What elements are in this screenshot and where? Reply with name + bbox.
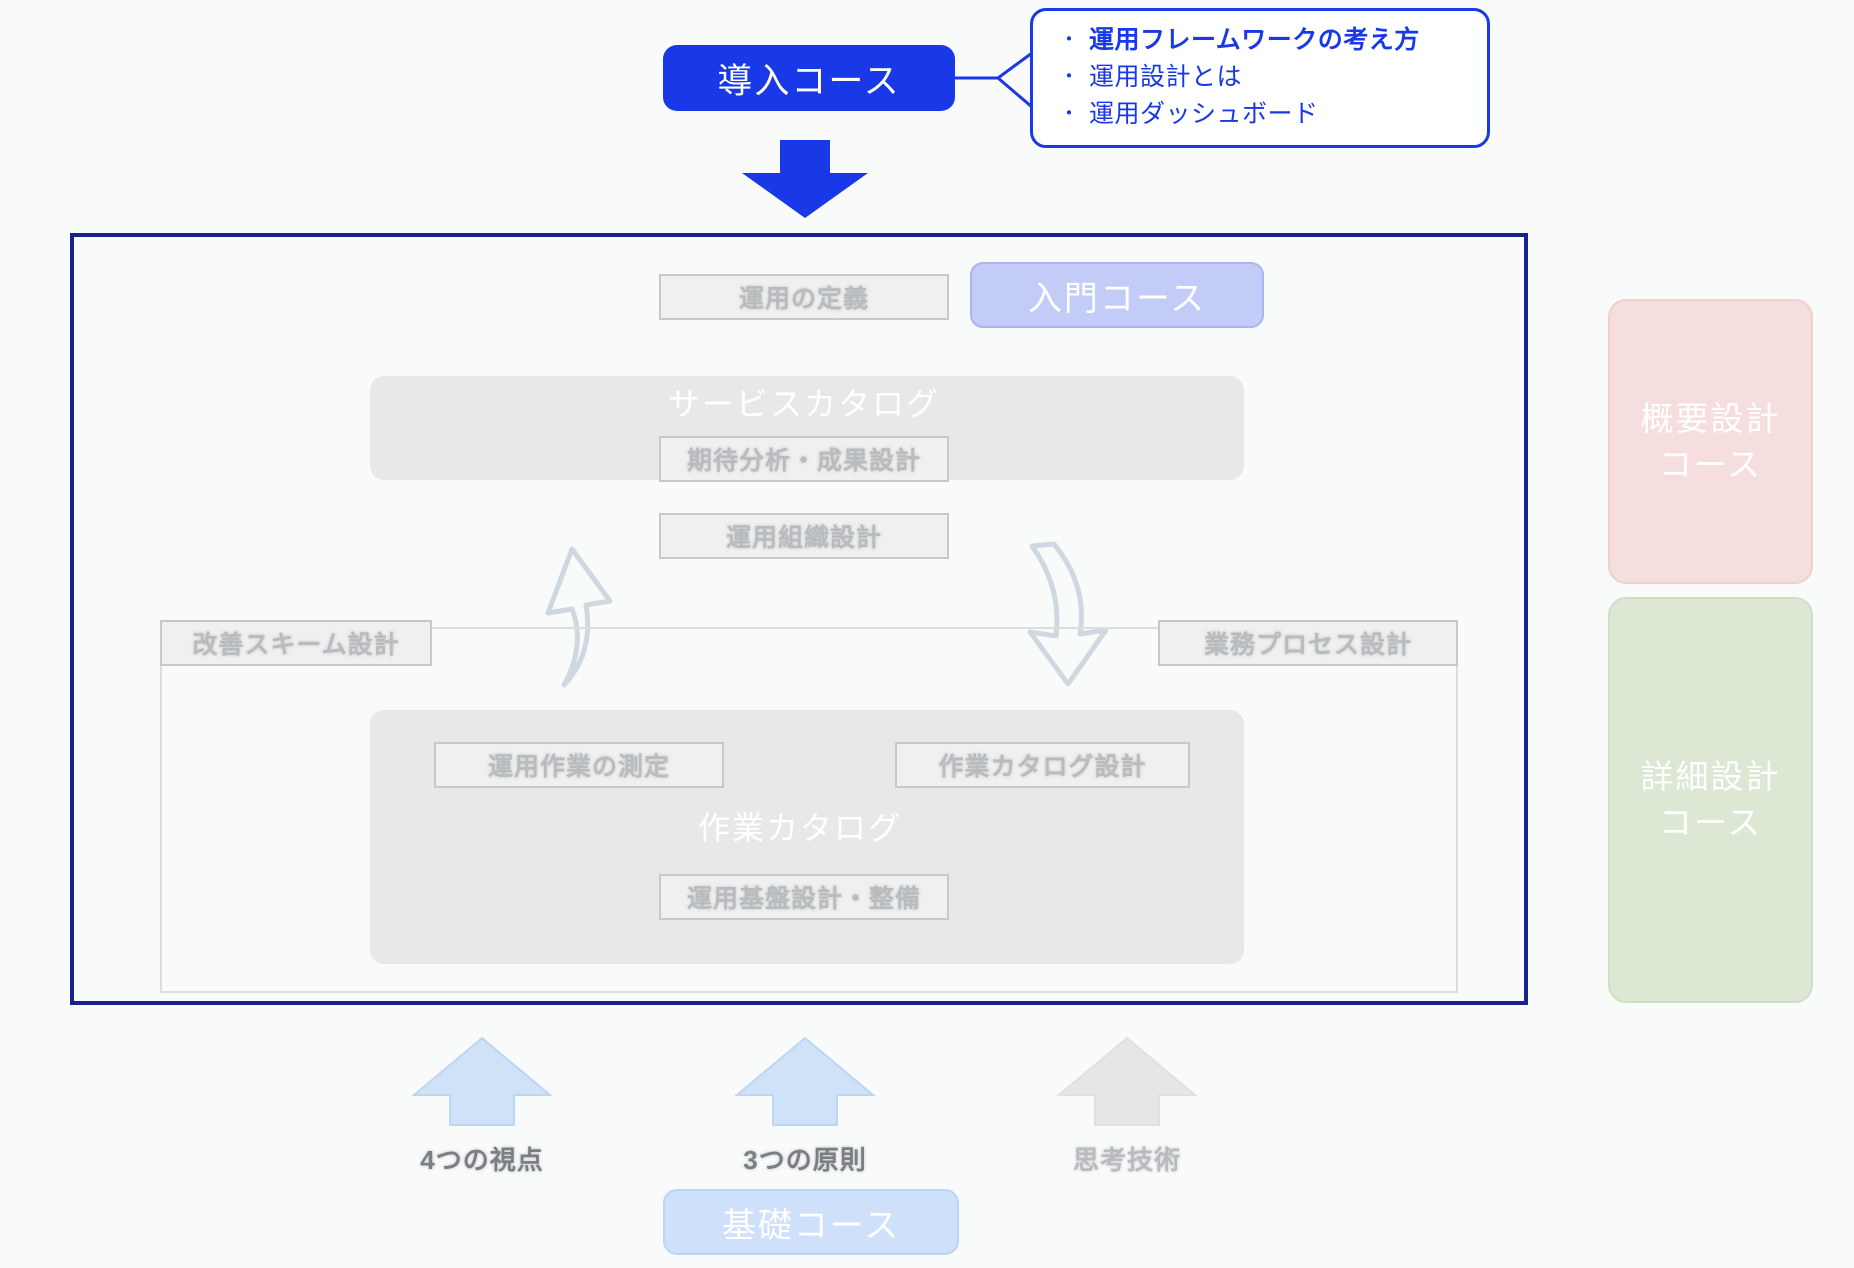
box-operation-definition-label: 運用の定義 [738,285,869,313]
side-course-overview-line2: コース [1658,445,1763,483]
operations-framework-frame [70,233,1528,1005]
entry-course-label: 入門コース [1027,279,1207,318]
box-work-measurement[interactable]: 運用作業の測定 [434,742,724,788]
side-course-detail-line1: 詳細設計 [1640,758,1781,795]
callout-item-label: 運用ダッシュボード [1089,100,1319,128]
panel-work-catalog-title: 作業カタログ [698,810,903,846]
box-business-process-label: 業務プロセス設計 [1203,631,1412,659]
intro-course-label: 導入コース [717,61,901,101]
up-arrow-icon-viewpoints [411,1036,553,1126]
entry-course-pill[interactable]: 入門コース [970,262,1264,328]
box-improvement-scheme-label: 改善スキーム設計 [192,631,400,659]
callout-item: ・ 運用ダッシュボード [1049,99,1471,130]
callout-item: ・ 運用フレームワークの考え方 [1049,25,1471,56]
base-course-pill[interactable]: 基礎コース [663,1189,959,1255]
up-arrow-icon-thinking [1056,1036,1198,1126]
foundation-label-thinking: 思考技術 [1072,1145,1181,1175]
box-platform-design[interactable]: 運用基盤設計・整備 [659,874,949,920]
base-course-label: 基礎コース [721,1206,901,1245]
down-arrow-icon [742,140,868,218]
box-expectation-analysis[interactable]: 期待分析・成果設計 [659,436,949,482]
box-work-catalog-design[interactable]: 作業カタログ設計 [895,742,1190,788]
callout-item-label: 運用フレームワークの考え方 [1089,26,1420,54]
box-work-measurement-label: 運用作業の測定 [487,753,670,781]
up-arrow-icon-principles [734,1036,876,1126]
process-divider [160,627,1458,629]
foundation-label-viewpoints: 4つの視点 [420,1145,544,1175]
panel-service-catalog-title: サービスカタログ [668,386,941,422]
rotate-up-arrow-icon [545,546,613,688]
box-organization-design[interactable]: 運用組織設計 [659,513,949,559]
bullet-icon: ・ [1059,103,1079,125]
bullet-icon: ・ [1059,66,1079,88]
side-course-detail-line2: コース [1658,804,1763,841]
callout-connector-line [940,51,1033,109]
box-expectation-analysis-label: 期待分析・成果設計 [686,447,921,475]
box-work-catalog-design-label: 作業カタログ設計 [938,753,1147,781]
box-improvement-scheme[interactable]: 改善スキーム設計 [160,620,432,666]
box-operation-definition[interactable]: 運用の定義 [659,274,949,320]
process-container [160,627,1458,993]
side-course-overview-line1: 概要設計 [1640,399,1781,437]
callout-item-label: 運用設計とは [1089,63,1243,91]
box-organization-design-label: 運用組織設計 [725,524,882,552]
intro-course-pill[interactable]: 導入コース [663,45,955,111]
foundation-label-principles: 3つの原則 [743,1145,867,1175]
callout-item: ・ 運用設計とは [1049,62,1471,93]
intro-course-callout: ・ 運用フレームワークの考え方 ・ 運用設計とは ・ 運用ダッシュボード [1030,8,1490,148]
side-course-overview[interactable]: 概要設計 コース [1608,299,1813,584]
box-platform-design-label: 運用基盤設計・整備 [686,885,921,913]
box-business-process[interactable]: 業務プロセス設計 [1158,620,1458,666]
side-course-detail[interactable]: 詳細設計 コース [1608,597,1813,1003]
rotate-down-arrow-icon [1027,541,1109,687]
bullet-icon: ・ [1059,29,1079,51]
